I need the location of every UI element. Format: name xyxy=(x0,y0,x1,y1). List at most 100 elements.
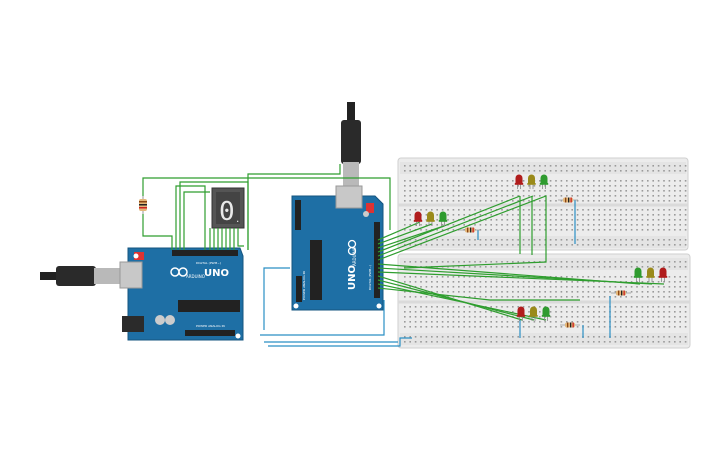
breadboard-hole xyxy=(512,224,514,226)
breadboard-hole xyxy=(609,180,611,182)
breadboard-hole xyxy=(566,281,568,283)
breadboard-hole xyxy=(414,185,417,187)
breadboard-hole xyxy=(512,200,514,202)
breadboard-hole xyxy=(625,311,627,313)
led-red[interactable] xyxy=(413,211,423,227)
breadboard-top[interactable] xyxy=(397,157,689,251)
breadboard-hole xyxy=(414,281,417,283)
breadboard-hole xyxy=(517,306,519,308)
breadboard-hole xyxy=(501,214,503,216)
breadboard-hole xyxy=(474,321,476,323)
breadboard-hole xyxy=(539,316,541,318)
resistor[interactable] xyxy=(560,322,580,328)
led-red[interactable] xyxy=(514,174,524,190)
breadboard-hole xyxy=(436,209,438,211)
breadboard-hole xyxy=(409,261,411,263)
breadboard-hole xyxy=(458,336,460,338)
breadboard-hole xyxy=(404,261,406,263)
breadboard-hole xyxy=(593,261,595,263)
led-red[interactable] xyxy=(516,306,526,321)
breadboard-hole xyxy=(571,321,573,323)
breadboard-hole xyxy=(652,185,654,187)
breadboard-hole xyxy=(576,311,579,313)
arduino-uno-right[interactable]: UNO ARDUINO DIGITAL (PWM~) POWER ANALOG … xyxy=(291,185,384,311)
led-layer xyxy=(413,174,668,328)
breadboard-hole xyxy=(404,266,406,268)
breadboard-hole xyxy=(436,239,438,241)
breadboard-hole xyxy=(663,244,665,246)
breadboard-hole xyxy=(485,261,487,263)
breadboard-hole xyxy=(598,296,600,298)
breadboard-hole xyxy=(657,261,660,263)
wires-blue[interactable] xyxy=(260,200,611,347)
breadboard-hole xyxy=(463,316,465,318)
breadboard-hole xyxy=(674,281,676,283)
led-yellow[interactable] xyxy=(529,306,538,321)
led-green[interactable] xyxy=(541,306,551,321)
breadboard-hole xyxy=(447,266,449,268)
left-board-header-label: DIGITAL (PWM~) xyxy=(196,261,221,265)
breadboard-hole xyxy=(522,224,525,226)
breadboard-hole xyxy=(528,341,530,343)
breadboard-hole xyxy=(571,239,573,241)
breadboard-hole xyxy=(587,336,590,338)
breadboard-hole xyxy=(636,321,638,323)
led-green[interactable] xyxy=(438,211,448,227)
breadboard-hole xyxy=(420,200,422,202)
breadboard-hole xyxy=(425,281,428,283)
breadboard-hole xyxy=(528,321,530,323)
breadboard-hole xyxy=(490,214,492,216)
breadboard-hole xyxy=(425,185,428,187)
breadboard-hole xyxy=(512,219,514,221)
breadboard-hole xyxy=(571,170,573,172)
breadboard-hole xyxy=(452,316,455,318)
breadboard-hole xyxy=(528,224,530,226)
led-green[interactable] xyxy=(633,267,643,283)
breadboard-hole xyxy=(684,336,687,338)
breadboard-hole xyxy=(458,326,460,328)
breadboard-hole xyxy=(576,321,579,323)
breadboard-hole xyxy=(668,296,671,298)
breadboard-hole xyxy=(582,316,584,318)
breadboard-hole xyxy=(625,180,627,182)
breadboard-hole xyxy=(571,244,573,246)
breadboard-hole xyxy=(657,326,660,328)
breadboard-hole xyxy=(566,316,568,318)
breadboard-hole xyxy=(566,276,568,278)
led-yellow[interactable] xyxy=(426,211,435,227)
breadboard-hole xyxy=(620,170,622,172)
breadboard-hole xyxy=(614,214,617,216)
breadboard-hole xyxy=(630,219,633,221)
breadboard-hole xyxy=(409,170,411,172)
breadboard-hole xyxy=(425,276,428,278)
resistor[interactable] xyxy=(611,290,631,296)
breadboard-hole xyxy=(668,306,671,308)
breadboard-hole xyxy=(647,316,649,318)
breadboard-hole xyxy=(414,224,417,226)
breadboard-hole xyxy=(539,200,541,202)
breadboard-hole xyxy=(544,321,546,323)
breadboard-hole xyxy=(679,170,681,172)
breadboard-hole xyxy=(539,195,541,197)
breadboard-hole xyxy=(522,200,525,202)
resistor[interactable] xyxy=(139,196,147,214)
breadboard-hole xyxy=(630,261,633,263)
led-red[interactable] xyxy=(658,267,668,283)
led-yellow[interactable] xyxy=(527,174,536,190)
breadboard-hole xyxy=(425,229,428,231)
seven-segment-display[interactable]: 0 . xyxy=(211,187,245,229)
led-yellow[interactable] xyxy=(646,267,655,283)
breadboard-hole xyxy=(560,281,563,283)
breadboard-hole xyxy=(485,195,487,197)
led-green[interactable] xyxy=(539,174,549,190)
resistor[interactable] xyxy=(460,227,480,233)
breadboard-hole xyxy=(420,296,422,298)
breadboard-hole xyxy=(490,229,492,231)
breadboard-hole xyxy=(603,165,606,167)
breadboard-hole xyxy=(636,291,638,293)
breadboard-bottom[interactable] xyxy=(397,253,691,349)
arduino-uno-left[interactable]: UNO ARDUINO DIGITAL (PWM~) POWER ANALOG … xyxy=(119,247,244,341)
breadboard-hole xyxy=(485,180,487,182)
resistor[interactable] xyxy=(558,197,578,203)
